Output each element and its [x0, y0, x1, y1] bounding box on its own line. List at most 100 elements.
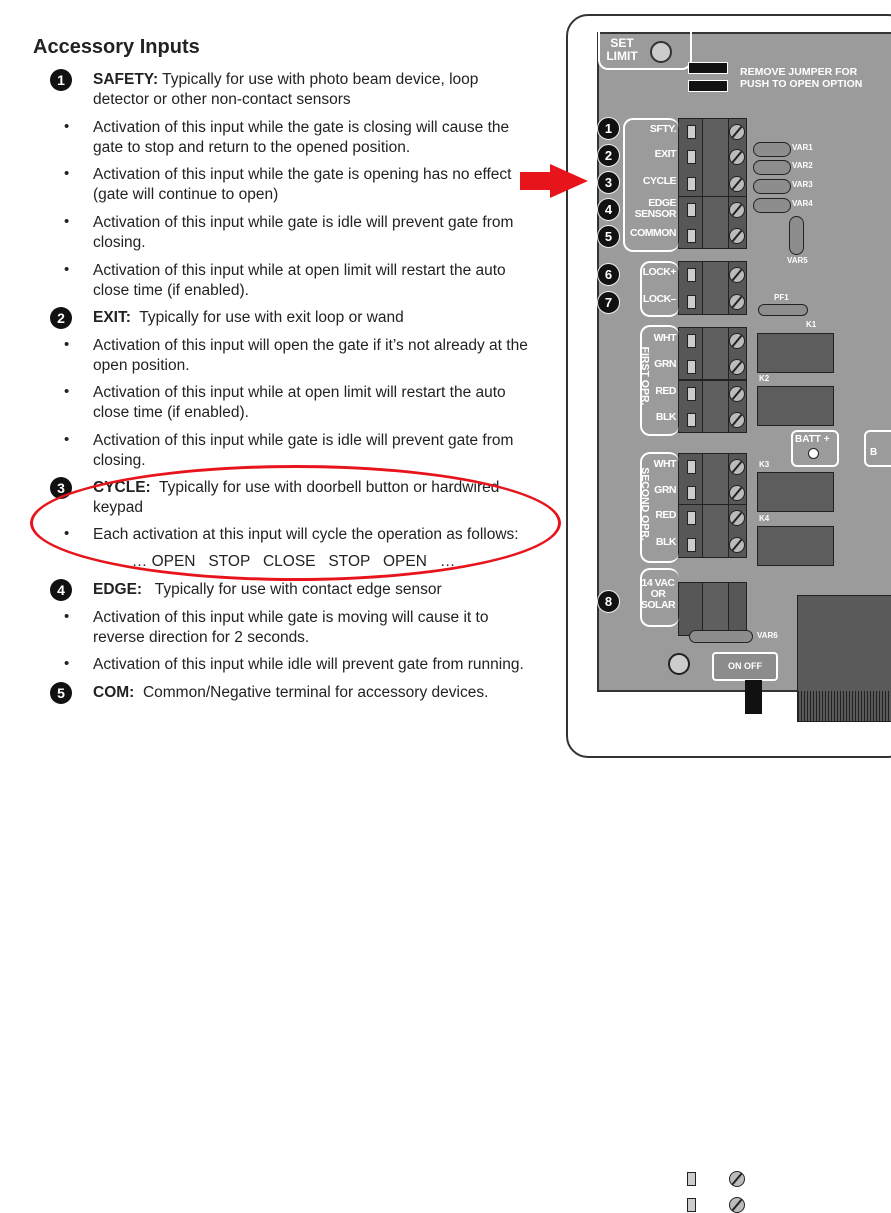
line-text: Activation of this input while the gate … — [93, 166, 512, 183]
terminal-pin — [687, 1198, 696, 1212]
terminal-number-badge: 8 — [597, 590, 620, 613]
line-text: Activation of this input will open the g… — [93, 337, 528, 354]
text-line: Activation of this input will open the g… — [93, 336, 558, 356]
text-line: Activation of this input while idle will… — [93, 655, 558, 675]
text-line: open position. — [93, 356, 558, 376]
line-text: close time (if enabled). — [93, 404, 249, 421]
line-text: (gate will continue to open) — [93, 186, 279, 203]
relay-label: K1 — [806, 320, 817, 329]
arrow-icon — [520, 172, 550, 190]
batt-hole — [808, 448, 819, 459]
screw-icon[interactable] — [729, 149, 745, 165]
line-text: Typically for use with exit loop or wand — [130, 309, 404, 326]
varistor-label: VAR3 — [792, 180, 813, 189]
batt-terminal — [791, 430, 839, 467]
terminal-pin — [687, 486, 696, 500]
relay-label: K2 — [759, 374, 770, 383]
bullet-icon: • — [64, 165, 70, 182]
screw-icon[interactable] — [729, 228, 745, 244]
text-line: Activation of this input while at open l… — [93, 383, 558, 403]
batt2-terminal — [864, 430, 891, 467]
bullet-icon: • — [64, 431, 70, 448]
varistor-6 — [689, 630, 753, 643]
terminal-pin — [687, 334, 696, 348]
terminal-number-badge: 7 — [597, 291, 620, 314]
text-line: Activation of this input while the gate … — [93, 118, 558, 138]
terminal-label-lock-: LOCK+ — [642, 266, 677, 278]
line-text: closing. — [93, 234, 146, 251]
section-title: Accessory Inputs — [33, 36, 200, 58]
terminal-group-frame — [640, 452, 679, 563]
terminal-group-frame — [640, 261, 679, 317]
screw-icon[interactable] — [729, 386, 745, 402]
terminal-pin — [687, 460, 696, 474]
text-line: COM: Common/Negative terminal for access… — [93, 683, 558, 703]
line-text: reverse direction for 2 seconds. — [93, 629, 310, 646]
terminal-label-exit: EXIT — [654, 148, 677, 160]
terminal-pin — [687, 177, 696, 191]
screw-icon[interactable] — [729, 267, 745, 283]
screw-icon[interactable] — [729, 537, 745, 553]
screw-icon[interactable] — [729, 294, 745, 310]
jumper-note: REMOVE JUMPER FOR PUSH TO OPEN OPTION — [740, 66, 863, 90]
text-line: Activation of this input while gate is i… — [93, 213, 558, 233]
set-limit-button[interactable] — [650, 41, 672, 63]
bullet-icon: • — [64, 655, 70, 672]
power-switch[interactable]: ON OFF — [712, 652, 778, 681]
bullet-icon: • — [64, 336, 70, 353]
screw-icon[interactable] — [729, 202, 745, 218]
terminal-pin — [687, 511, 696, 525]
text-line: SAFETY: Typically for use with photo bea… — [93, 70, 558, 90]
arrow-head-icon — [550, 164, 588, 198]
terminal-label-edge-sensor: EDGE SENSOR — [634, 197, 677, 220]
terminal-number-badge: 3 — [597, 171, 620, 194]
fuse-label: PF1 — [774, 293, 789, 302]
terminal-pin — [687, 538, 696, 552]
relay-k1 — [757, 333, 834, 373]
bullet-icon: • — [64, 261, 70, 278]
varistor-label: VAR2 — [792, 161, 813, 170]
terminal-number-badge: 5 — [597, 225, 620, 248]
relay-k3 — [757, 472, 834, 512]
screw-icon[interactable] — [729, 1171, 745, 1187]
terminal-group-frame — [623, 118, 679, 252]
input-name: SAFETY: — [93, 71, 159, 88]
screw-icon[interactable] — [729, 485, 745, 501]
input-name: EXIT: — [93, 309, 131, 326]
line-text: detector or other non-contact sensors — [93, 91, 351, 108]
terminal-block — [678, 327, 747, 380]
terminal-label-grn: GRN — [654, 484, 676, 496]
screw-icon[interactable] — [729, 510, 745, 526]
text-line: reverse direction for 2 seconds. — [93, 628, 558, 648]
line-text: Activation of this input while gate is i… — [93, 432, 514, 449]
varistor-4 — [753, 198, 791, 213]
jumper-icon — [688, 62, 728, 74]
terminal-label-blk: BLK — [655, 411, 677, 423]
terminal-label-grn: GRN — [654, 358, 676, 370]
varistor-5 — [789, 216, 804, 255]
line-text: Activation of this input while idle will… — [93, 656, 524, 673]
terminal-block — [678, 504, 747, 558]
terminal-block — [678, 582, 747, 1213]
terminal-block — [678, 261, 747, 315]
line-text: Activation of this input while gate is m… — [93, 609, 489, 626]
terminal-label-lock-: LOCK– — [642, 293, 677, 305]
screw-icon[interactable] — [729, 412, 745, 428]
terminal-block — [678, 118, 747, 197]
input-number-badge: 2 — [50, 307, 72, 329]
screw-icon[interactable] — [729, 333, 745, 349]
terminal-pin — [687, 360, 696, 374]
varistor-3 — [753, 179, 791, 194]
screw-icon[interactable] — [729, 124, 745, 140]
bullet-icon: • — [64, 213, 70, 230]
terminal-pin — [687, 150, 696, 164]
terminal-label-red: RED — [655, 385, 676, 397]
highlight-ellipse — [30, 465, 561, 581]
battery-connector — [797, 595, 891, 722]
terminal-label-cycle: CYCLE — [642, 175, 677, 187]
text-line: Activation of this input while gate is i… — [93, 431, 558, 451]
screw-icon[interactable] — [729, 359, 745, 375]
screw-icon[interactable] — [729, 176, 745, 192]
screw-icon[interactable] — [729, 1197, 745, 1213]
screw-icon[interactable] — [729, 459, 745, 475]
